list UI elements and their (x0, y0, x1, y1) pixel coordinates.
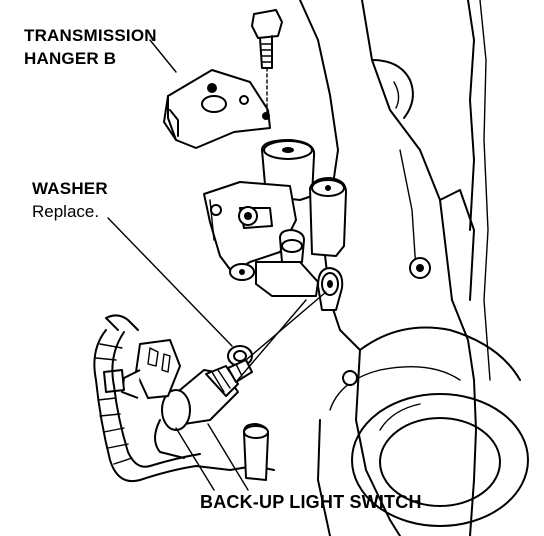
mount-housing (203, 139, 347, 297)
transmission-case (299, 0, 529, 536)
back-up-light-switch-part (161, 359, 253, 431)
drain-plug (243, 423, 269, 481)
switch-boss (317, 267, 344, 311)
transmission-hanger-b (163, 69, 271, 149)
leader-lines (107, 39, 327, 491)
hanger-label-line2: HANGER B (24, 49, 117, 68)
hanger-label-line1: TRANSMISSION (24, 26, 157, 45)
hanger-bolt (251, 9, 283, 113)
switch-label: BACK-UP LIGHT SWITCH (200, 492, 422, 512)
washer-note: Replace. (32, 202, 100, 221)
case-bolts (342, 257, 431, 386)
wire-harness (93, 314, 275, 482)
washer-label: WASHER (32, 179, 108, 198)
